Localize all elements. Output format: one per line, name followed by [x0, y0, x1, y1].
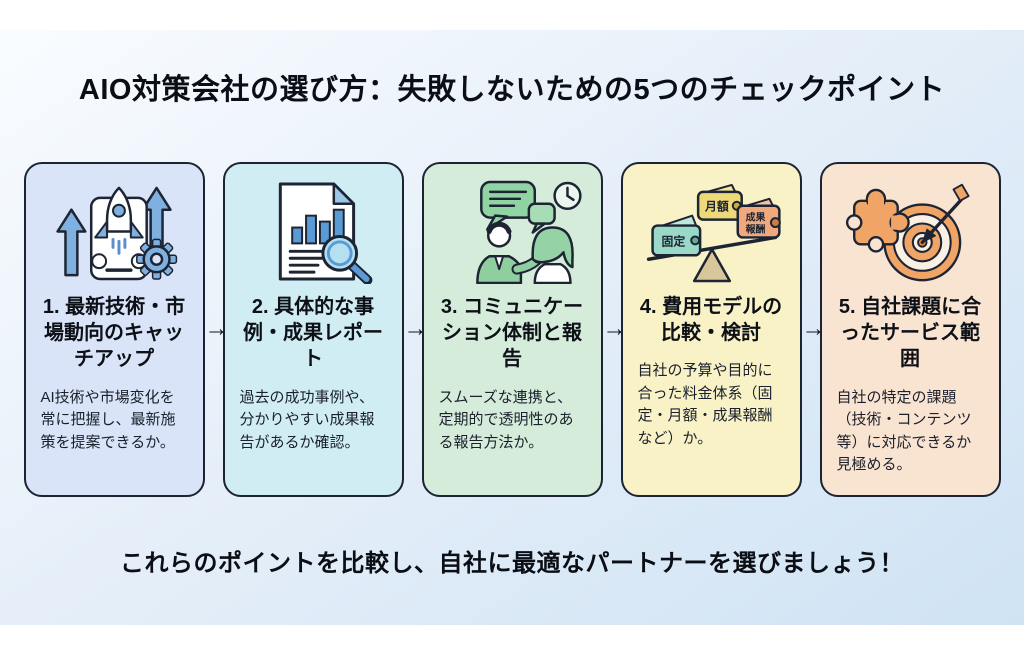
clock-icon [553, 181, 582, 210]
card-heading: 1. 最新技術・市場動向のキャッチアップ [42, 295, 186, 371]
cost-balance-svg: 固定 月額 成果 報酬 [646, 183, 781, 282]
infographic-panel: AIO対策会社の選び方：失敗しないための5つのチェックポイント [0, 30, 1024, 625]
report-magnifier-svg [278, 182, 373, 284]
checkpoint-card-4: 固定 月額 成果 報酬 [620, 161, 802, 497]
card-heading: 5. 自社課題に合ったサービス範囲 [838, 295, 982, 371]
card-description: AI技術や市場変化を常に把握し、最新施策を提案できるか。 [40, 388, 176, 451]
communication-icon [437, 180, 587, 284]
person-woman [531, 225, 574, 284]
card-description: 過去の成功事例や、分かりやすい成果報告があるか確認。 [239, 388, 375, 451]
flow-arrow-icon: → [801, 315, 826, 343]
checkpoint-card-3: 3. コミュニケーション体制と報告 スムーズな連携と、定期的で透明性のある報告方… [421, 161, 603, 497]
puzzle-target-icon [835, 180, 985, 284]
arrow-icon [920, 183, 970, 244]
report-magnifier-icon [238, 180, 388, 284]
speech-bubble-icon [480, 180, 556, 234]
card-heading: 4. 費用モデルの比較・検討 [639, 295, 783, 345]
magnifier-icon [321, 234, 373, 284]
puzzle-piece-icon [845, 188, 910, 253]
checkpoint-card-5: 5. 自社課題に合ったサービス範囲 自社の特定の課題（技術・コンテンツ等）に対応… [819, 161, 1001, 497]
wallet-performance-label-1: 成果 [746, 210, 766, 223]
checkpoint-row: 1. 最新技術・市場動向のキャッチアップ AI技術や市場変化を常に把握し、最新施… [23, 161, 1001, 497]
rocket-launch-svg [56, 186, 178, 280]
card-description: 自社の特定の課題（技術・コンテンツ等）に対応できるか見極める。 [836, 388, 972, 474]
flow-arrow-icon: → [204, 315, 229, 343]
card-description: スムーズな連携と、定期的で透明性のある報告方法か。 [438, 388, 574, 451]
wallet-fixed-label: 固定 [661, 234, 685, 248]
cost-balance-icon: 固定 月額 成果 報酬 [636, 180, 786, 284]
flow-arrow-icon: → [602, 315, 627, 343]
page-title: AIO対策会社の選び方：失敗しないための5つのチェックポイント [78, 74, 946, 106]
wallet-monthly-label: 月額 [704, 199, 729, 213]
communication-svg [476, 180, 582, 284]
wallet-monthly: 月額 [696, 183, 743, 221]
card-heading: 3. コミュニケーション体制と報告 [440, 295, 584, 371]
gear-icon [136, 238, 178, 280]
checkpoint-card-1: 1. 最新技術・市場動向のキャッチアップ AI技術や市場変化を常に把握し、最新施… [23, 161, 205, 497]
puzzle-target-svg [845, 183, 970, 282]
flow-arrow-icon: → [403, 315, 428, 343]
checkpoint-card-2: 2. 具体的な事例・成果レポート 過去の成功事例や、分かりやすい成果報告があるか… [222, 161, 404, 497]
rocket-launch-icon [39, 180, 189, 284]
card-heading: 2. 具体的な事例・成果レポート [243, 295, 383, 371]
footer-note: これらのポイントを比較し、自社に最適なパートナーを選びましょう！ [120, 549, 904, 577]
wallet-performance-label-2: 報酬 [746, 222, 766, 235]
card-description: 自社の予算や目的に合った料金体系（固定・月額・成果報酬など）か。 [637, 362, 773, 447]
wallet-performance: 成果 報酬 [736, 197, 781, 239]
wallet-fixed: 固定 [651, 214, 702, 257]
